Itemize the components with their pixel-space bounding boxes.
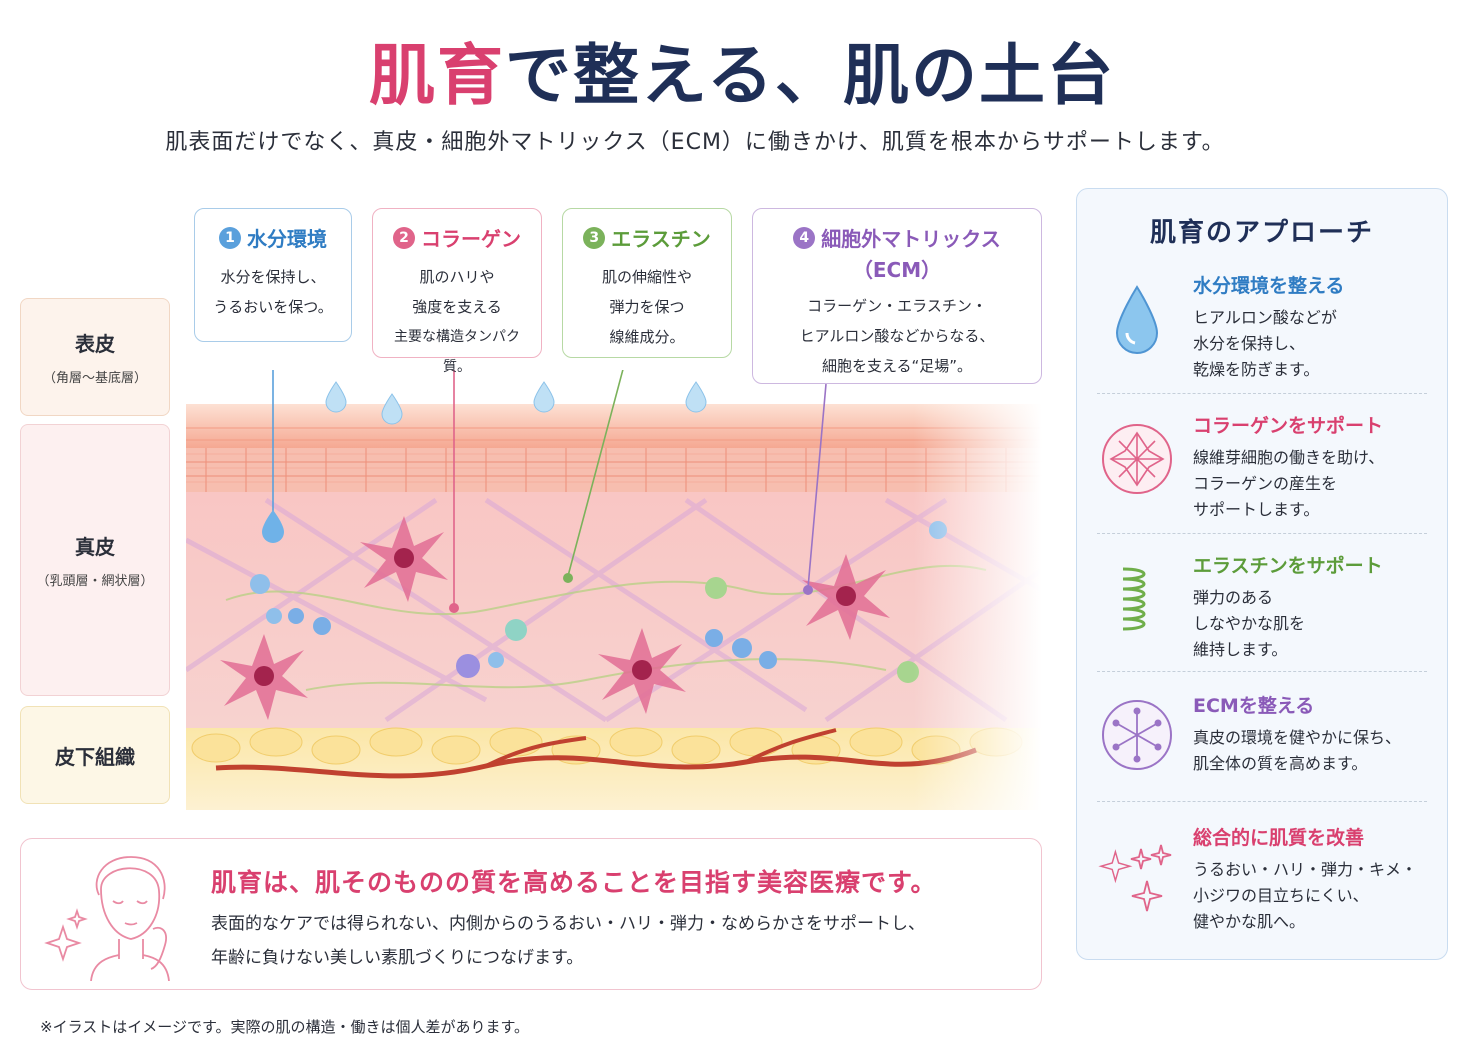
approach-item-collagen: コラーゲンをサポート 線維芽細胞の働きを助け、コラーゲンの産生をサポートします。 bbox=[1097, 411, 1427, 531]
layer-name: 真皮 bbox=[75, 535, 115, 559]
elastin-marker bbox=[563, 573, 573, 583]
callout-line: 強度を支える bbox=[412, 298, 502, 316]
panel-title: 肌育のアプローチ bbox=[1149, 217, 1374, 248]
approach-title: 水分環境を整える bbox=[1193, 275, 1345, 297]
approach-title: 総合的に肌質を改善 bbox=[1193, 827, 1365, 849]
approach-line: サポートします。 bbox=[1193, 500, 1320, 519]
callout-line: 肌の伸縮性や bbox=[601, 268, 692, 286]
number-badge: 3 bbox=[583, 226, 606, 249]
approach-line: うるおい・ハリ・弾力・キメ・ bbox=[1193, 860, 1418, 879]
ecm-marker bbox=[803, 585, 813, 595]
layer-sub: （乳頭層・網状層） bbox=[36, 574, 154, 589]
ecm-network-icon bbox=[1102, 700, 1172, 770]
skin-cross-section-illustration bbox=[186, 370, 1042, 810]
footnote: ※イラストはイメージです。実際の肌の構造・働きは個人差があります。 bbox=[40, 1018, 529, 1036]
callout-water: 1 水分環境 水分を保持し、うるおいを保つ。 bbox=[194, 208, 352, 342]
callout-line: 弾力を保つ bbox=[609, 298, 685, 316]
callout-title-sub: （ECM） bbox=[852, 258, 942, 282]
callout-line: うるおいを保つ。 bbox=[213, 298, 333, 316]
callout-line: コラーゲン・エラスチン・ bbox=[807, 297, 987, 315]
callout-collagen: 2 コラーゲン 肌のハリや強度を支える主要な構造タンパク質。 bbox=[372, 208, 542, 375]
callout-title: コラーゲン bbox=[421, 227, 521, 251]
summary-headline: 肌育は、肌そのものの質を高めることを目指す美容医療です。 bbox=[211, 868, 937, 897]
approach-line: しなやかな肌を bbox=[1193, 614, 1306, 633]
callout-line: ヒアルロン酸などからなる、 bbox=[799, 327, 995, 345]
approach-item-ecm: ECMを整える 真皮の環境を健やかに保ち、肌全体の質を高めます。 bbox=[1097, 691, 1427, 801]
divider bbox=[1097, 671, 1427, 672]
callout-line: 主要な構造タンパク質。 bbox=[394, 329, 520, 375]
approach-line: 線維芽細胞の働きを助け、 bbox=[1193, 448, 1385, 467]
layer-label-epidermis: 表皮 （角層〜基底層） bbox=[20, 298, 170, 416]
approach-item-elastin: エラスチンをサポート 弾力のあるしなやかな肌を維持します。 bbox=[1097, 551, 1427, 671]
approach-line: 小ジワの目立ちにくい、 bbox=[1193, 886, 1369, 905]
layer-label-subcutaneous: 皮下組織 bbox=[20, 706, 170, 804]
number-badge: 2 bbox=[393, 226, 415, 249]
collagen-fiber-icon bbox=[1102, 424, 1172, 494]
approach-line: 水分を保持し、 bbox=[1193, 334, 1306, 353]
leader-line-ecm bbox=[807, 383, 827, 589]
approach-line: 乾燥を防ぎます。 bbox=[1193, 360, 1320, 379]
divider bbox=[1097, 393, 1427, 394]
approach-line: 健やかな肌へ。 bbox=[1193, 912, 1306, 931]
approach-line: 弾力のある bbox=[1193, 588, 1274, 607]
callout-line: 水分を保持し、 bbox=[220, 268, 326, 286]
callout-title: 水分環境 bbox=[247, 227, 327, 251]
approach-title: ECMを整える bbox=[1193, 695, 1315, 717]
approach-title: エラスチンをサポート bbox=[1193, 555, 1383, 577]
layer-sub: （角層〜基底層） bbox=[42, 371, 147, 386]
approach-line: ヒアルロン酸などが bbox=[1193, 308, 1337, 327]
callout-line: 肌のハリや bbox=[419, 268, 495, 286]
callout-line: 線維成分。 bbox=[609, 328, 685, 346]
divider bbox=[1097, 801, 1427, 802]
approach-line: 肌全体の質を高めます。 bbox=[1193, 754, 1368, 773]
summary-box: 肌育は、肌そのものの質を高めることを目指す美容医療です。 表面的なケアでは得られ… bbox=[20, 838, 1042, 990]
page-subtitle: 肌表面だけでなく、真皮・細胞外マトリックス（ECM）に働きかけ、肌質を根本からサ… bbox=[165, 130, 1225, 155]
elastin-spring-icon bbox=[1122, 567, 1146, 631]
callout-line: 細胞を支える“足場”。 bbox=[821, 357, 973, 375]
woman-face-icon bbox=[44, 856, 170, 981]
callout-title: エラスチン bbox=[611, 227, 711, 251]
sparkle-icon bbox=[1098, 844, 1172, 912]
page-title: 肌育で整える、肌の土台 bbox=[368, 36, 1116, 114]
number-badge: 1 bbox=[219, 226, 241, 249]
callout-title: 細胞外マトリックス bbox=[821, 227, 1001, 251]
approach-item-overall: 総合的に肌質を改善 うるおい・ハリ・弾力・キメ・小ジワの目立ちにくい、健やかな肌… bbox=[1097, 823, 1427, 943]
collagen-marker bbox=[449, 603, 459, 613]
approach-line: コラーゲンの産生を bbox=[1193, 474, 1338, 493]
layer-name: 表皮 bbox=[75, 332, 115, 356]
summary-line: 表面的なケアでは得られない、内側からのうるおい・ハリ・弾力・なめらかさをサポート… bbox=[211, 914, 925, 934]
approach-line: 維持します。 bbox=[1193, 640, 1288, 659]
leader-line-elastin bbox=[567, 370, 624, 577]
summary-line: 年齢に負けない美しい素肌づくりにつなげます。 bbox=[211, 948, 584, 968]
layer-name: 皮下組織 bbox=[55, 744, 135, 769]
divider bbox=[1097, 533, 1427, 534]
water-drop-icon bbox=[1115, 285, 1159, 354]
approach-title: コラーゲンをサポート bbox=[1193, 415, 1384, 437]
number-badge: 4 bbox=[793, 226, 816, 249]
approach-line: 真皮の環境を健やかに保ち、 bbox=[1193, 728, 1402, 747]
layer-label-dermis: 真皮 （乳頭層・網状層） bbox=[20, 424, 170, 696]
approach-item-water: 水分環境を整える ヒアルロン酸などが水分を保持し、乾燥を防ぎます。 bbox=[1097, 271, 1427, 391]
approach-panel: 肌育のアプローチ 水分環境を整える ヒアルロン酸などが水分を保持し、乾燥を防ぎま… bbox=[1076, 188, 1448, 960]
water-drop-marker bbox=[262, 510, 284, 543]
